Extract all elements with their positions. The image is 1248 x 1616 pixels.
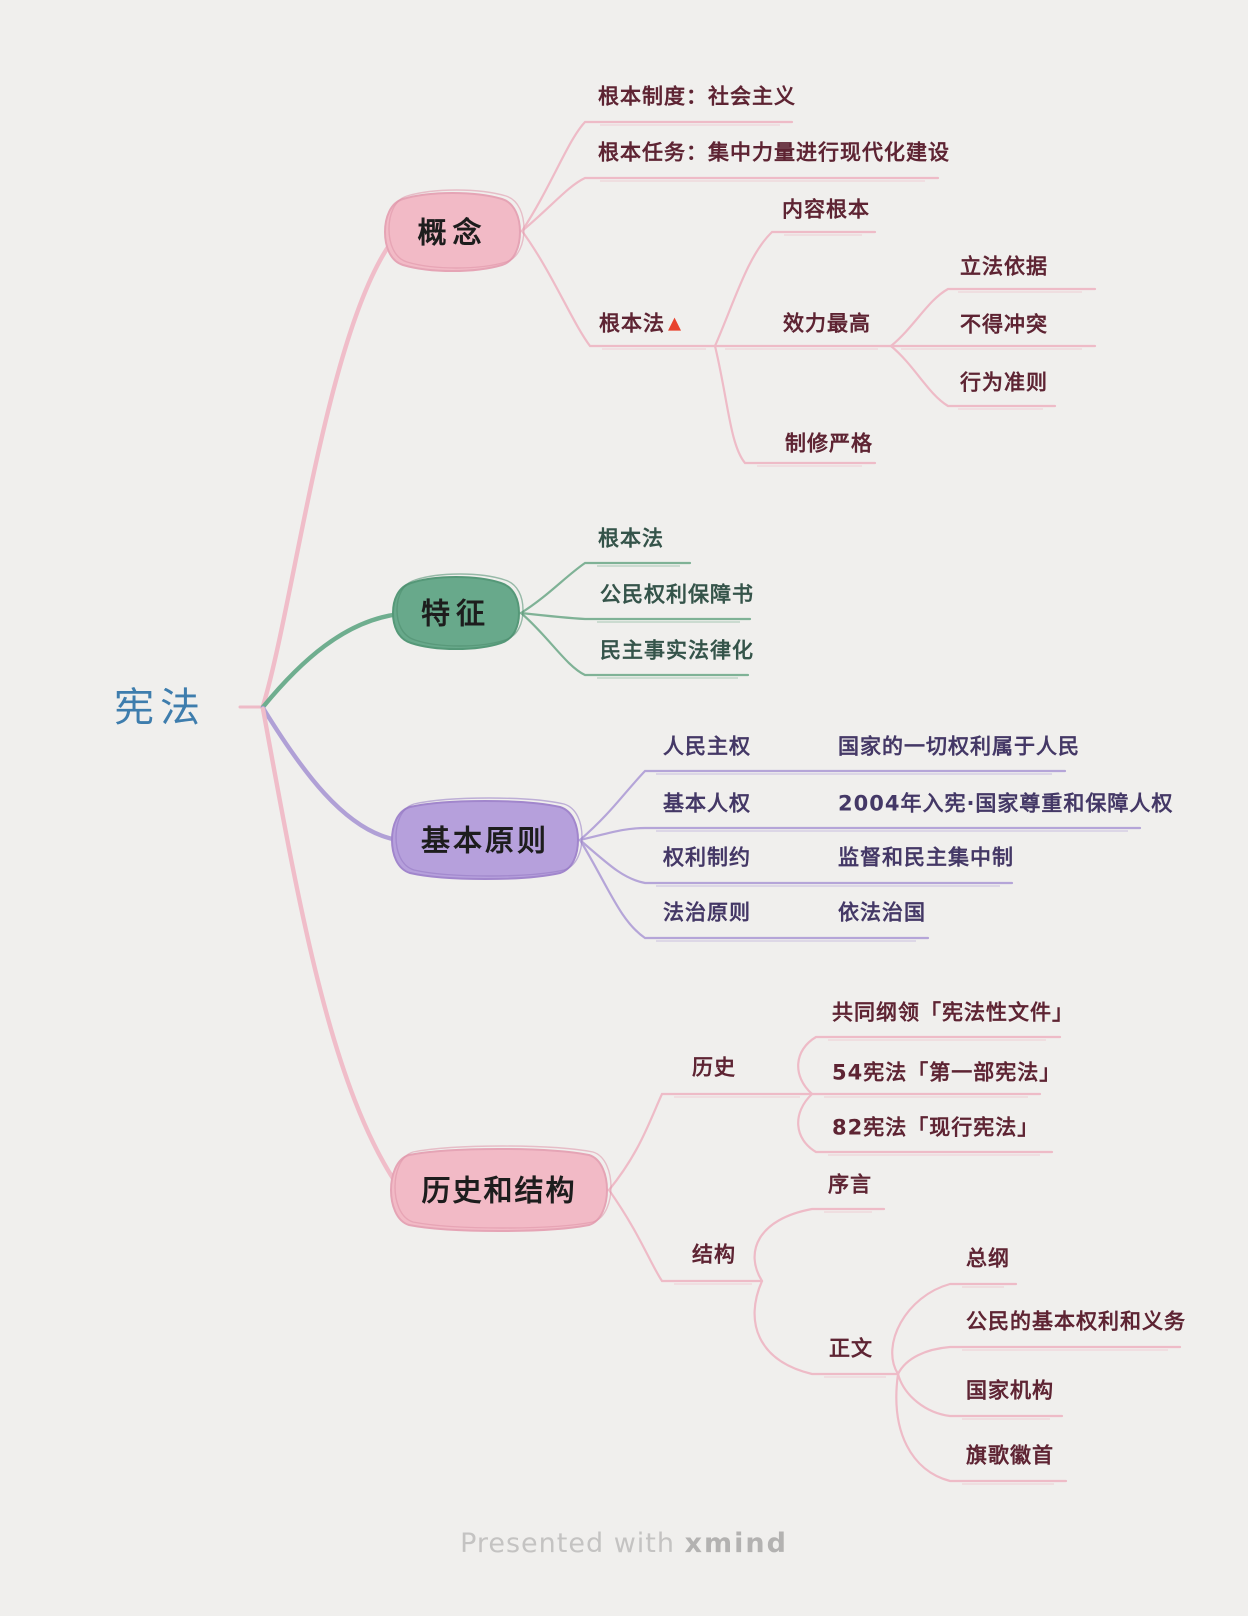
topic-concept[interactable]: 概念 [417, 215, 488, 250]
topic-common-program[interactable]: 共同纲领「宪法性文件」 [832, 1000, 1074, 1025]
topic-citizens-rights-charter[interactable]: 公民权利保障书 [600, 582, 754, 607]
topic-popular-sovereignty[interactable]: 人民主权 [663, 734, 751, 759]
topic-main-text[interactable]: 正文 [829, 1336, 873, 1361]
topic-general-principles[interactable]: 总纲 [966, 1246, 1010, 1271]
note-basic-human-rights[interactable]: 2004年入宪·国家尊重和保障人权 [838, 791, 1174, 816]
topic-rule-of-law[interactable]: 法治原则 [663, 900, 751, 925]
topic-1982-constitution[interactable]: 82宪法「现行宪法」 [832, 1115, 1040, 1140]
topic-code-of-conduct[interactable]: 行为准则 [960, 370, 1048, 395]
topic-strict-amendment[interactable]: 制修严格 [785, 431, 873, 456]
topic-structure[interactable]: 结构 [692, 1242, 736, 1267]
topic-1954-constitution[interactable]: 54宪法「第一部宪法」 [832, 1060, 1062, 1085]
history-connectors [607, 1035, 1182, 1483]
principles-connectors [578, 769, 1142, 940]
note-rule-of-law[interactable]: 依法治国 [838, 900, 926, 925]
topic-history[interactable]: 历史 [692, 1055, 736, 1080]
topic-democracy-legalized[interactable]: 民主事实法律化 [600, 638, 754, 663]
topic-state-organs[interactable]: 国家机构 [966, 1378, 1054, 1403]
concept-connectors [520, 120, 1097, 465]
node-shape-history[interactable] [389, 1148, 609, 1232]
root-topic[interactable]: 宪法 [114, 685, 206, 731]
topic-highest-effect[interactable]: 效力最高 [783, 311, 871, 336]
xmind-logo: xmind [684, 1528, 788, 1559]
features-underline-echoes [597, 565, 740, 679]
topic-history-structure[interactable]: 历史和结构 [421, 1173, 577, 1208]
watermark-prefix: Presented with [460, 1528, 675, 1559]
branch-curve-features [260, 611, 403, 710]
topic-legislative-basis[interactable]: 立法依据 [960, 254, 1048, 279]
branch-curve-concept [260, 233, 399, 709]
branch-curve-principles [260, 705, 401, 843]
note-popular-sovereignty[interactable]: 国家的一切权利属于人民 [838, 734, 1080, 759]
topic-fundamental-task[interactable]: 根本任务：集中力量进行现代化建设 [598, 140, 950, 165]
main-branch-curves [238, 233, 403, 1189]
topic-features[interactable]: 特征 [420, 596, 491, 631]
topic-fundamental-law-feature[interactable]: 根本法 [598, 526, 664, 551]
node-shapes [383, 189, 612, 1232]
node-sketch-principles [395, 797, 583, 877]
note-power-restriction[interactable]: 监督和民主集中制 [838, 845, 1014, 870]
node-sketch-history [394, 1145, 612, 1229]
node-sketch-concept [388, 189, 525, 269]
topic-citizens-rights-duties[interactable]: 公民的基本权利和义务 [966, 1309, 1186, 1334]
history-underline-echoes [674, 1039, 1168, 1485]
topic-principles[interactable]: 基本原则 [420, 823, 549, 858]
topic-basic-human-rights[interactable]: 基本人权 [663, 791, 751, 816]
node-shape-principles[interactable] [390, 800, 580, 880]
watermark: Presented with xmind [0, 1528, 1248, 1559]
topic-flag-anthem-emblem[interactable]: 旗歌徽首 [966, 1443, 1054, 1468]
topic-content-fundamental[interactable]: 内容根本 [782, 197, 870, 222]
fundamental-law-text: 根本法 [599, 311, 665, 336]
topic-no-conflict[interactable]: 不得冲突 [960, 312, 1048, 337]
topic-fundamental-law[interactable]: 根本法▲ [599, 311, 683, 336]
concept-underline-echoes [600, 124, 1082, 467]
topic-power-restriction[interactable]: 权利制约 [663, 845, 751, 870]
features-connectors [519, 561, 752, 677]
node-shape-features[interactable] [391, 576, 521, 650]
topic-fundamental-system[interactable]: 根本制度：社会主义 [598, 84, 796, 109]
topic-preamble[interactable]: 序言 [828, 1172, 872, 1197]
priority-triangle-icon: ▲ [668, 313, 683, 334]
node-shape-concept[interactable] [383, 192, 522, 272]
node-sketch-features [396, 573, 524, 647]
branch-curve-history [260, 706, 401, 1189]
principles-underline-echoes [656, 773, 1128, 942]
